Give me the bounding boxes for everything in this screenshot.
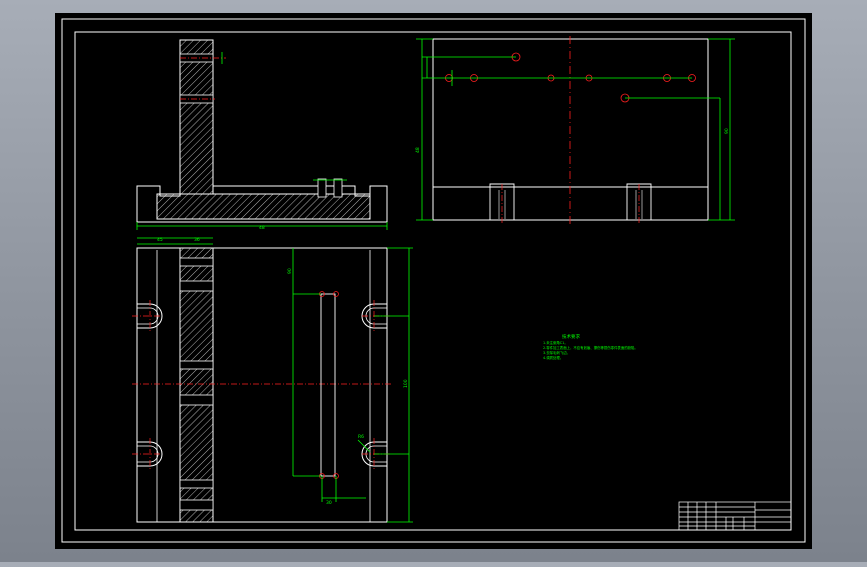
dim-top-view-width: 48	[259, 225, 265, 231]
dim-plan-offset: 45	[157, 237, 163, 243]
dim-plan-spacing: 36	[194, 237, 200, 243]
notes-line-4: 4.调质处理。	[543, 355, 563, 360]
notes-line-1: 1.未注倒角C1。	[543, 340, 568, 345]
hatched-web	[179, 39, 214, 195]
side-view	[416, 36, 735, 224]
dim-plan-width: 90	[287, 268, 293, 274]
plan-view	[132, 237, 413, 523]
dim-slot-radius: R6	[358, 434, 364, 440]
dim-right-view-depth: 90	[724, 128, 730, 134]
notes-line-3: 3.去除毛刺飞边。	[543, 350, 570, 355]
notes-line-2: 2.零件加工表面上，不应有划痕、擦伤等损伤零件表面的缺陷。	[543, 345, 638, 350]
dim-right-view-height: 48	[415, 147, 421, 153]
title-block	[678, 501, 792, 531]
dim-plan-height: 100	[403, 379, 409, 388]
dimension-labels: 48 45 36 48 90 90 100 R6 30	[157, 128, 730, 506]
hatched-base	[156, 193, 371, 220]
sheet-border-outer	[61, 18, 806, 543]
sheet-border-inner	[74, 31, 792, 531]
dim-bottom-pitch: 30	[326, 500, 332, 506]
front-section-view	[136, 39, 388, 230]
technical-notes: 技术要求 1.未注倒角C1。 2.零件加工表面上，不应有划痕、擦伤等损伤零件表面…	[543, 333, 638, 360]
notes-title: 技术要求	[562, 333, 580, 340]
